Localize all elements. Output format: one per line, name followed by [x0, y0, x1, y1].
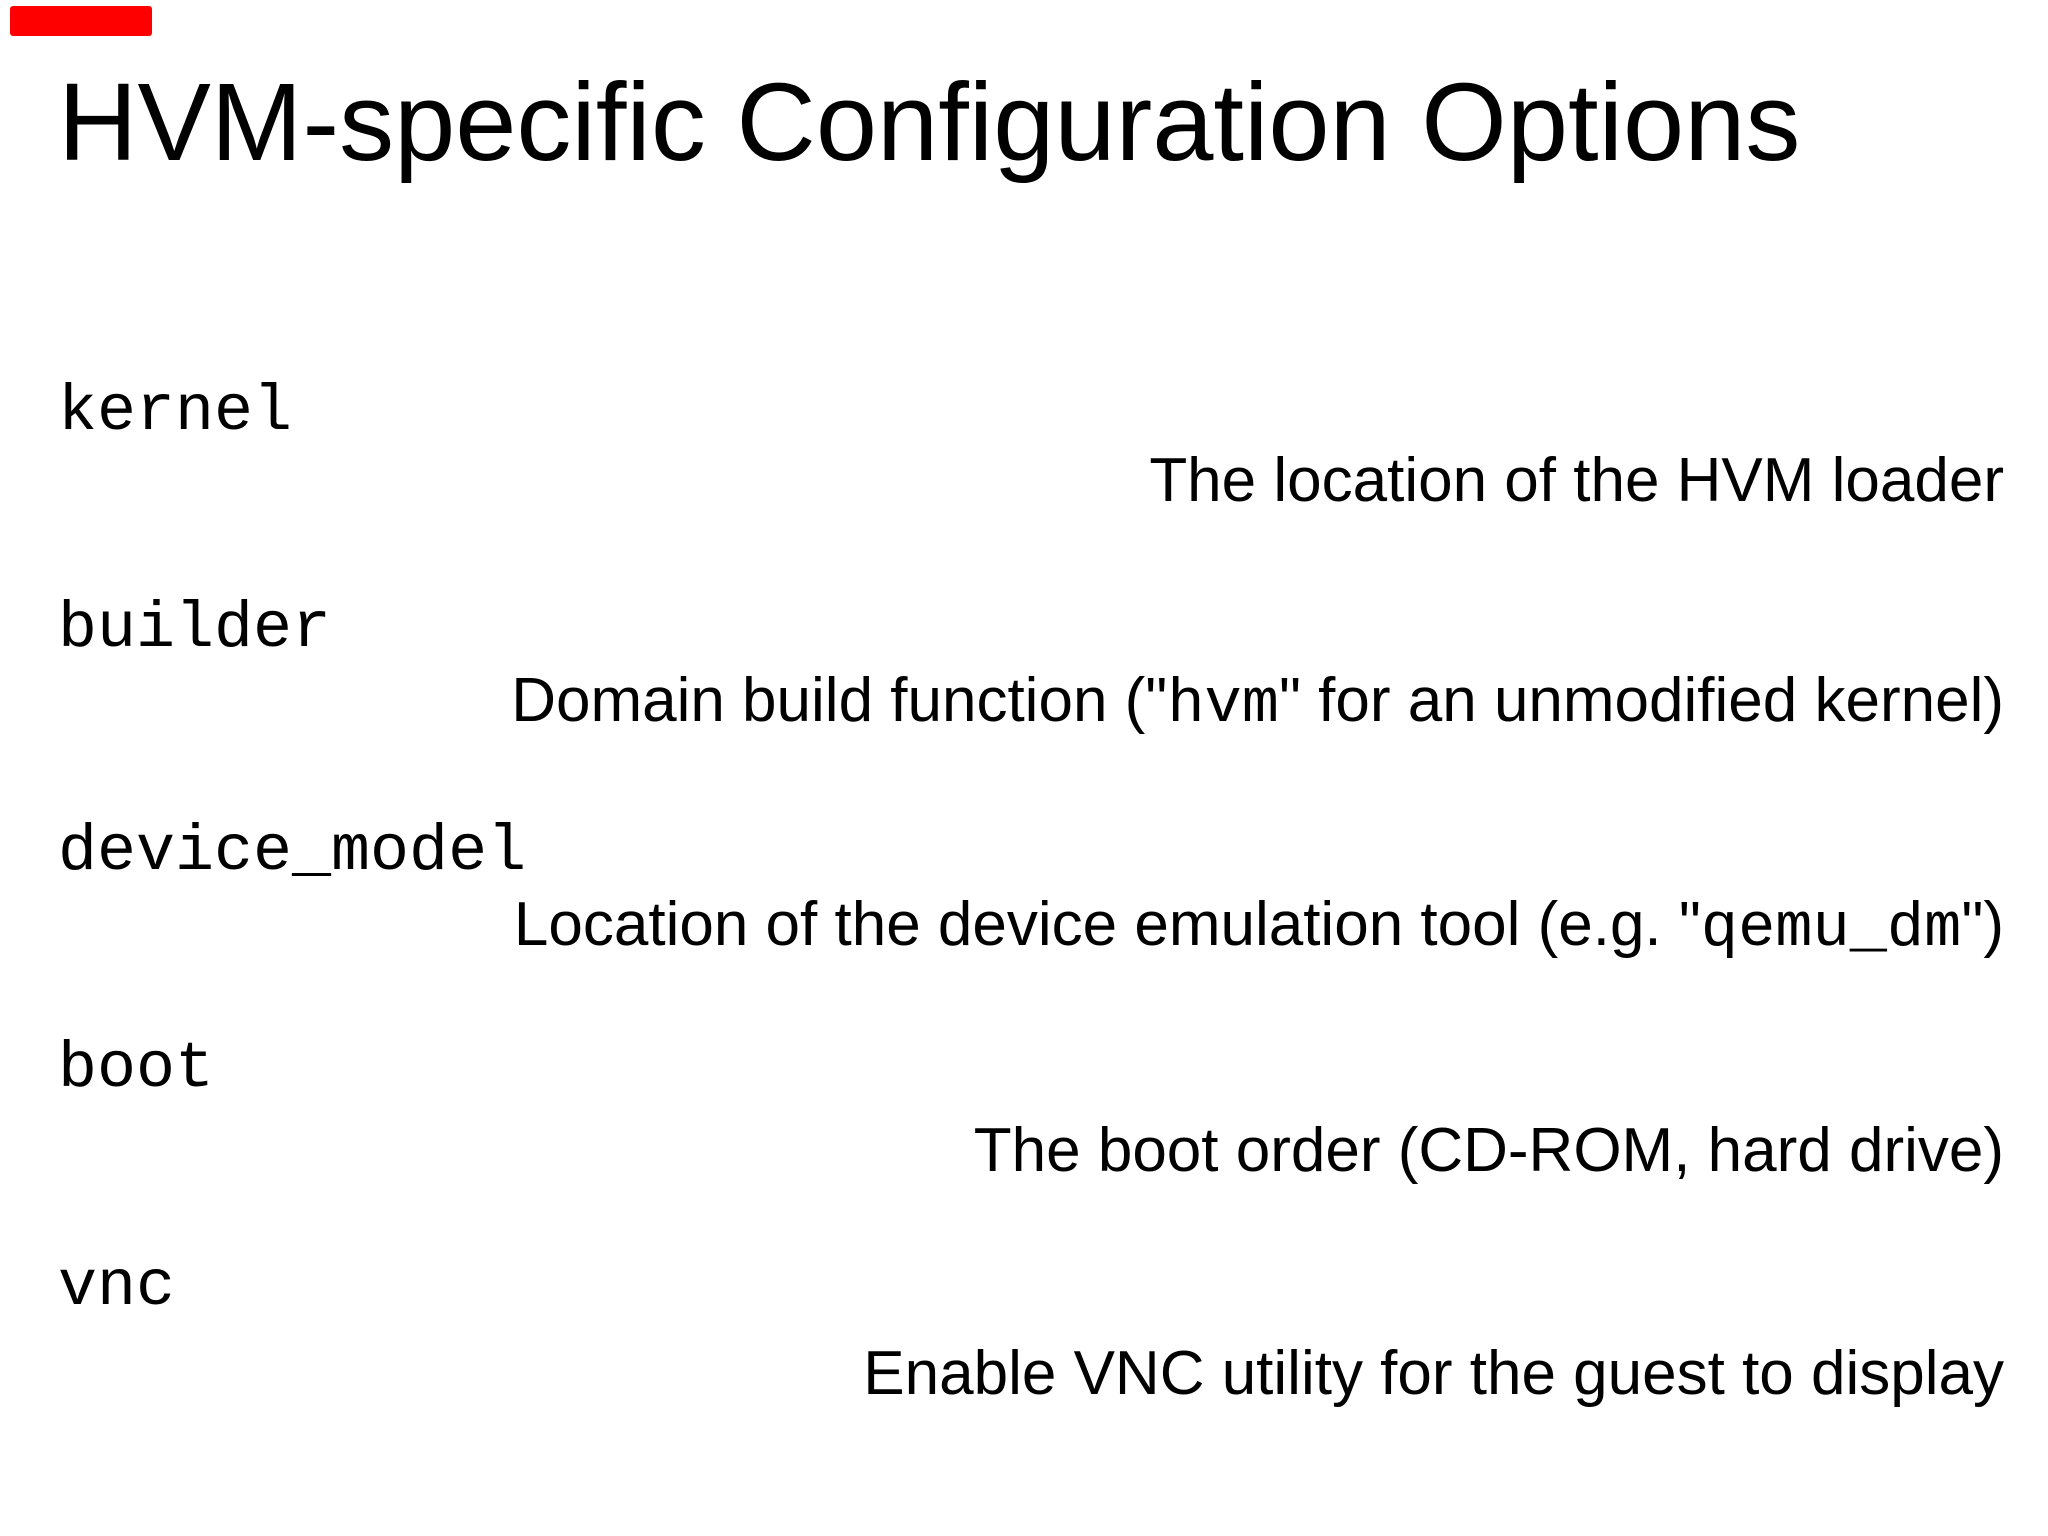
description-text: Enable VNC utility for the guest to disp…	[863, 1339, 2004, 1408]
config-option-name: kernel	[58, 375, 293, 449]
config-option-description: The location of the HVM loader	[1149, 450, 2004, 512]
config-option-name: device_model	[58, 815, 527, 889]
video-progress-marker	[10, 6, 152, 36]
config-option-name: boot	[58, 1032, 215, 1106]
description-text: The location of the HVM loader	[1149, 446, 2004, 515]
description-text: " for an unmodified kernel)	[1278, 666, 2004, 735]
config-option-name: vnc	[58, 1250, 176, 1324]
slide-title: HVM-specific Configuration Options	[58, 61, 1801, 184]
description-text: The boot order (CD-ROM, hard drive)	[973, 1116, 2004, 1185]
inline-code: qemu_dm	[1700, 893, 1962, 964]
description-text: ")	[1961, 890, 2004, 959]
config-option-name: builder	[58, 592, 332, 666]
description-text: Domain build function ("	[511, 666, 1168, 735]
description-text: Location of the device emulation tool (e…	[513, 890, 1701, 959]
config-option-description: Location of the device emulation tool (e…	[514, 894, 2004, 960]
config-option-description: Domain build function ("hvm" for an unmo…	[511, 670, 2004, 736]
config-option-description: The boot order (CD-ROM, hard drive)	[974, 1120, 2004, 1182]
inline-code: hvm	[1167, 669, 1279, 740]
config-option-description: Enable VNC utility for the guest to disp…	[863, 1343, 2004, 1405]
